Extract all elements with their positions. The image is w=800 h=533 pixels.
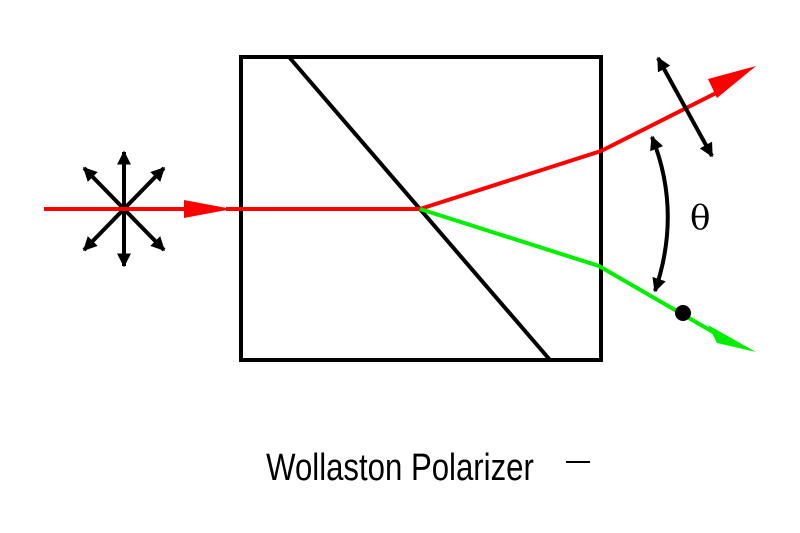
incident-beam bbox=[44, 200, 420, 218]
angle-label: θ bbox=[690, 198, 710, 238]
red-output-ray bbox=[419, 66, 756, 211]
diagram-title: Wollaston Polarizer bbox=[266, 447, 534, 489]
polarization-dot-icon bbox=[675, 305, 691, 321]
angle-arc bbox=[650, 135, 670, 293]
polarization-double-arrow-icon bbox=[656, 56, 714, 158]
